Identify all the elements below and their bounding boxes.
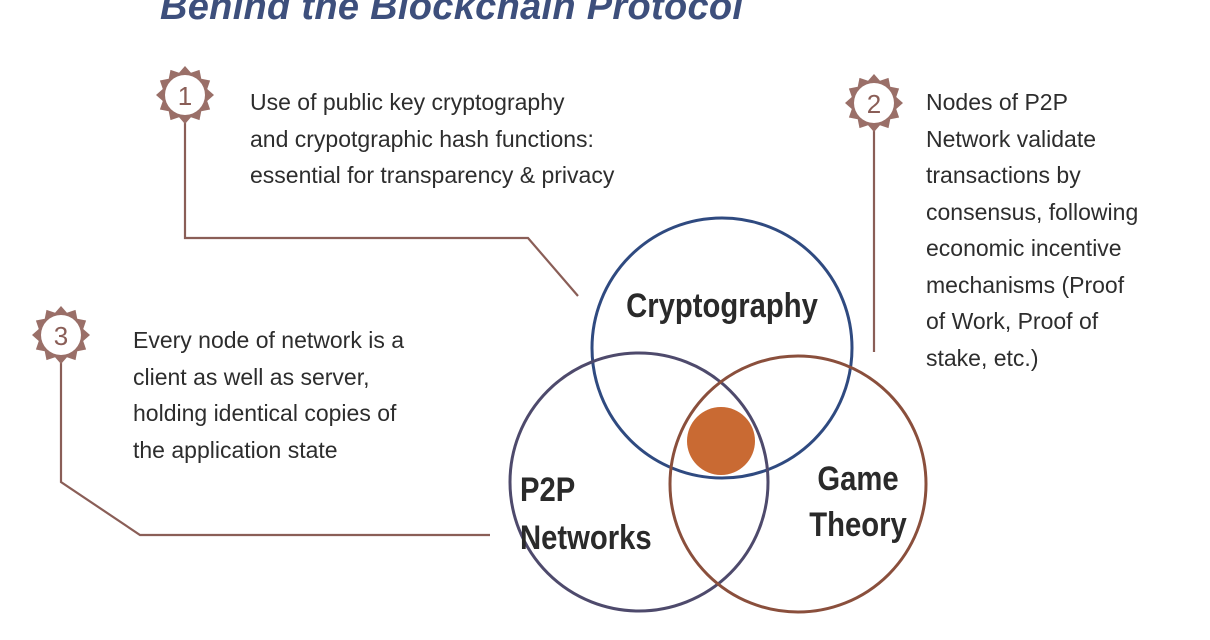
note-3-line: Every node of network is a <box>133 327 405 353</box>
connector-1 <box>183 120 579 297</box>
note-3-line: client as well as server, <box>133 363 370 390</box>
label-cryptography-line: Cryptography <box>626 287 818 325</box>
note-2-line: transactions by <box>926 162 1081 188</box>
note-2-line: economic incentive <box>926 235 1122 261</box>
note-1-line: Use of public key cryptography <box>250 89 565 115</box>
note-1: Use of public key cryptography and crypo… <box>250 84 614 194</box>
label-p2p-networks-line: Networks <box>520 519 652 557</box>
circle-p2p-networks <box>508 351 770 613</box>
note-1-line: and crypotgraphic hash functions: <box>250 125 594 152</box>
note-2-line: Nodes of P2P <box>926 89 1068 115</box>
note-2-line: Network validate <box>926 125 1097 152</box>
badge-1-number: 1 <box>178 81 192 111</box>
note-3-line: holding identical copies of <box>133 400 397 426</box>
note-1-line: essential for transparency & privacy <box>250 162 615 188</box>
label-p2p-networks-line: P2P <box>520 471 576 509</box>
center-dot <box>687 407 755 475</box>
circle-game-theory <box>668 354 928 614</box>
note-2-line: of Work, Proof of <box>926 308 1099 334</box>
note-3-line: the application state <box>133 436 338 463</box>
badge-3-number: 3 <box>54 321 68 351</box>
badge-2: 2 <box>845 74 903 132</box>
badge-3: 3 <box>32 306 90 364</box>
note-2-line: stake, etc.) <box>926 344 1039 371</box>
note-2-line: mechanisms (Proof <box>926 271 1125 298</box>
label-cryptography: Cryptography <box>602 286 843 326</box>
badge-2-number: 2 <box>867 89 881 119</box>
note-2-line: consensus, following <box>926 198 1139 225</box>
page-title: Behind the Blockchain Protocol <box>160 0 744 28</box>
note-3: Every node of network is a client as wel… <box>133 322 404 468</box>
circle-cryptography <box>590 216 854 480</box>
label-p2p-networks: P2P Networks <box>520 466 652 562</box>
badge-1: 1 <box>156 66 214 124</box>
note-2: Nodes of P2P Network validate transactio… <box>926 84 1138 376</box>
label-game-theory: Game Theory <box>800 456 917 548</box>
label-game-theory-line: Game <box>817 460 899 498</box>
label-game-theory-line: Theory <box>809 506 907 544</box>
connector-3 <box>59 360 490 537</box>
